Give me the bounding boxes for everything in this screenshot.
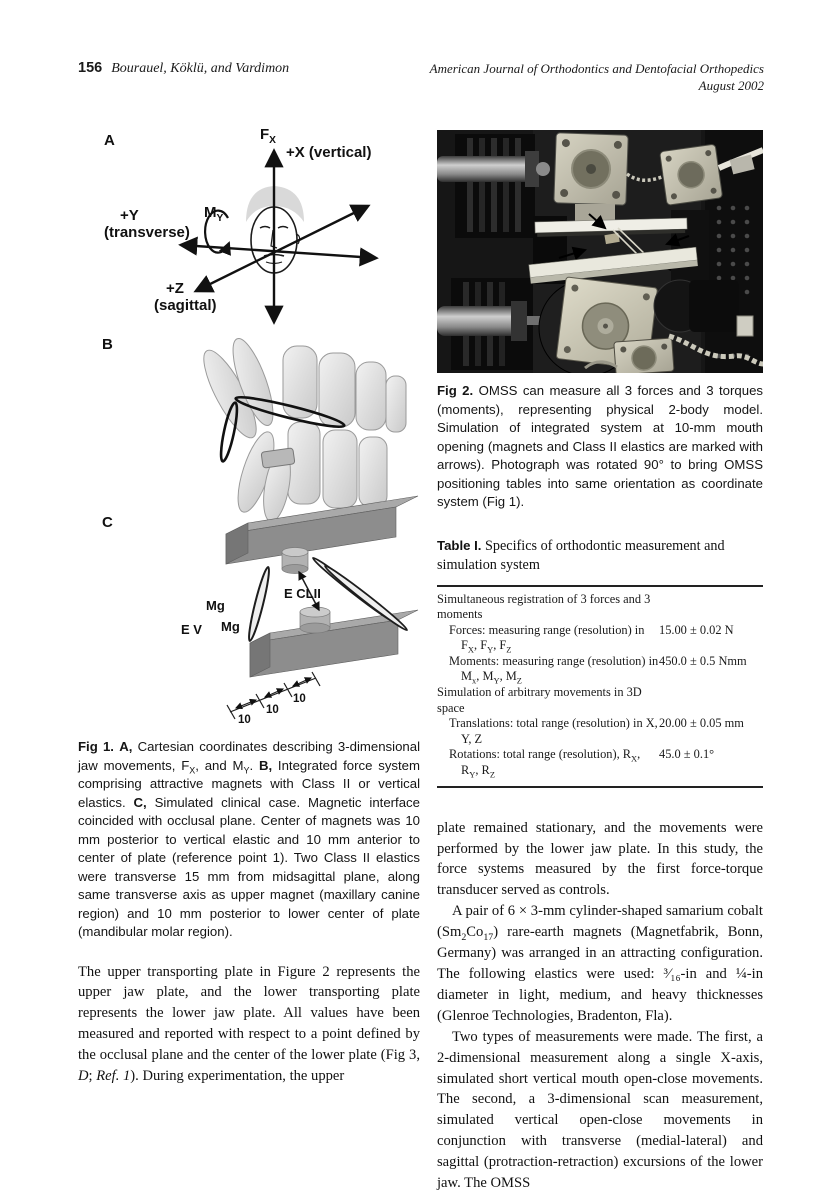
terminal-connector	[736, 315, 754, 337]
table-row: Simulation of arbitrary movements in 3D …	[437, 685, 763, 716]
spec-value: 15.00 ± 0.02 N	[659, 622, 734, 637]
lower-magnet	[299, 606, 331, 634]
spec-label: Rotations: total range (resolution), RX,…	[449, 747, 641, 780]
elastics	[219, 395, 346, 463]
spec-label: Simulation of arbitrary movements in 3D …	[437, 685, 642, 715]
magnet-pair	[604, 232, 620, 245]
upper-jaw-plate	[225, 495, 419, 565]
paragraph: A pair of 6 × 3-mm cylinder-shaped samar…	[437, 903, 763, 1024]
dim-label-1: 10	[238, 714, 251, 726]
table-1-label: Table I.	[437, 537, 482, 553]
teeth-illustration	[203, 338, 407, 523]
page-number: 156	[78, 60, 103, 76]
spec-label: Simultaneous registration of 3 forces an…	[437, 591, 651, 622]
vertical-elastic	[248, 566, 270, 642]
table-1-title-text: Specifics of orthodontic measurement and…	[437, 537, 725, 573]
header-authors: Bourauel, Köklü, and Vardimon	[111, 61, 290, 76]
spec-value: 45.0 ± 0.1°	[659, 747, 715, 762]
y-axis-label: +Y	[120, 207, 139, 224]
panel-c-label: C	[102, 514, 113, 531]
lower-positioning-cylinder	[437, 306, 519, 336]
right-column: Fig 2. OMSS can measure all 3 forces and…	[437, 130, 763, 1194]
mg-upper-label: Mg	[206, 598, 225, 613]
class-ii-elastics	[312, 556, 408, 632]
paragraph: The upper transporting plate in Figure 2…	[78, 963, 420, 1085]
table-row: Moments: measuring range (resolution) in…	[437, 654, 763, 685]
dimension-arrows	[226, 671, 321, 720]
panel-b-label: B	[102, 336, 113, 353]
upper-transporting-plate	[534, 217, 688, 237]
moment-y-arrow	[204, 209, 231, 256]
left-column: A FX +X (vertical) +Y (transverse) MY +Z…	[78, 122, 420, 1087]
running-header: 156 Bourauel, Köklü, and Vardimon Americ…	[78, 60, 764, 94]
stepper-motor-top	[553, 132, 629, 206]
journal-issue: August 2002	[698, 78, 764, 93]
table-1: Table I. Specifics of orthodontic measur…	[437, 536, 763, 788]
spec-label: Moments: measuring range (resolution) in…	[449, 653, 659, 686]
upper-positioning-cylinder	[437, 156, 533, 182]
coordinate-axes	[178, 148, 379, 325]
figure-2-caption: Fig 2. OMSS can measure all 3 forces and…	[437, 383, 763, 509]
left-column-text: The upper transporting plate in Figure 2…	[78, 962, 420, 1087]
left-machinery	[437, 134, 557, 370]
figure-1: A FX +X (vertical) +Y (transverse) MY +Z…	[78, 122, 420, 732]
paragraph: Two types of measurements were made. The…	[437, 1028, 763, 1192]
right-column-text: plate remained stationary, and the movem…	[437, 818, 763, 1194]
x-axis-label: +X (vertical)	[286, 144, 372, 161]
mg-lower-label: Mg	[221, 619, 240, 634]
braided-cable-bottom	[668, 333, 763, 367]
lower-jaw-plate	[249, 609, 419, 678]
z-axis-label: +Z	[166, 280, 184, 297]
upper-magnet	[281, 547, 309, 574]
force-x-label: FX	[260, 126, 276, 146]
table-row: Forces: measuring range (resolution) in …	[437, 623, 763, 654]
magnet-block	[260, 447, 296, 469]
z-axis-sublabel: (sagittal)	[154, 297, 217, 314]
moment-y-label: MY	[204, 204, 224, 224]
ev-label: E V	[181, 622, 202, 637]
spec-value: 450.0 ± 0.5 Nmm	[659, 653, 747, 668]
dim-label-2: 10	[266, 704, 279, 716]
stepper-motor-right	[659, 144, 723, 206]
figure-1-illustration	[178, 148, 419, 720]
omss-photograph	[437, 130, 763, 373]
stepper-motor-bottom	[613, 337, 675, 373]
z-axis-arrow	[193, 204, 371, 293]
y-axis-sublabel: (transverse)	[104, 224, 190, 241]
spec-label: Translations: total range (resolution) i…	[449, 716, 658, 746]
journal-page: { "header": { "page_number": "156", "aut…	[78, 60, 764, 1192]
table-row: Simultaneous registration of 3 forces an…	[437, 592, 763, 623]
table-1-title: Table I. Specifics of orthodontic measur…	[437, 536, 763, 575]
panel-a-label: A	[104, 132, 115, 149]
spec-value: 20.00 ± 0.05 mm	[659, 716, 744, 731]
table-row: Rotations: total range (resolution), RX,…	[437, 747, 763, 778]
eclii-label: E CLII	[284, 586, 321, 601]
journal-title: American Journal of Orthodontics and Den…	[429, 61, 764, 76]
figure-1-caption: Fig 1. A, Cartesian coordinates describi…	[78, 739, 421, 939]
table-row: Translations: total range (resolution) i…	[437, 716, 763, 747]
paragraph: plate remained stationary, and the movem…	[437, 819, 763, 899]
magnet-axis-arrow	[298, 570, 320, 612]
dim-label-3: 10	[293, 693, 306, 705]
table-1-body: Simultaneous registration of 3 forces an…	[437, 584, 763, 788]
spec-label: Forces: measuring range (resolution) in …	[449, 622, 645, 655]
